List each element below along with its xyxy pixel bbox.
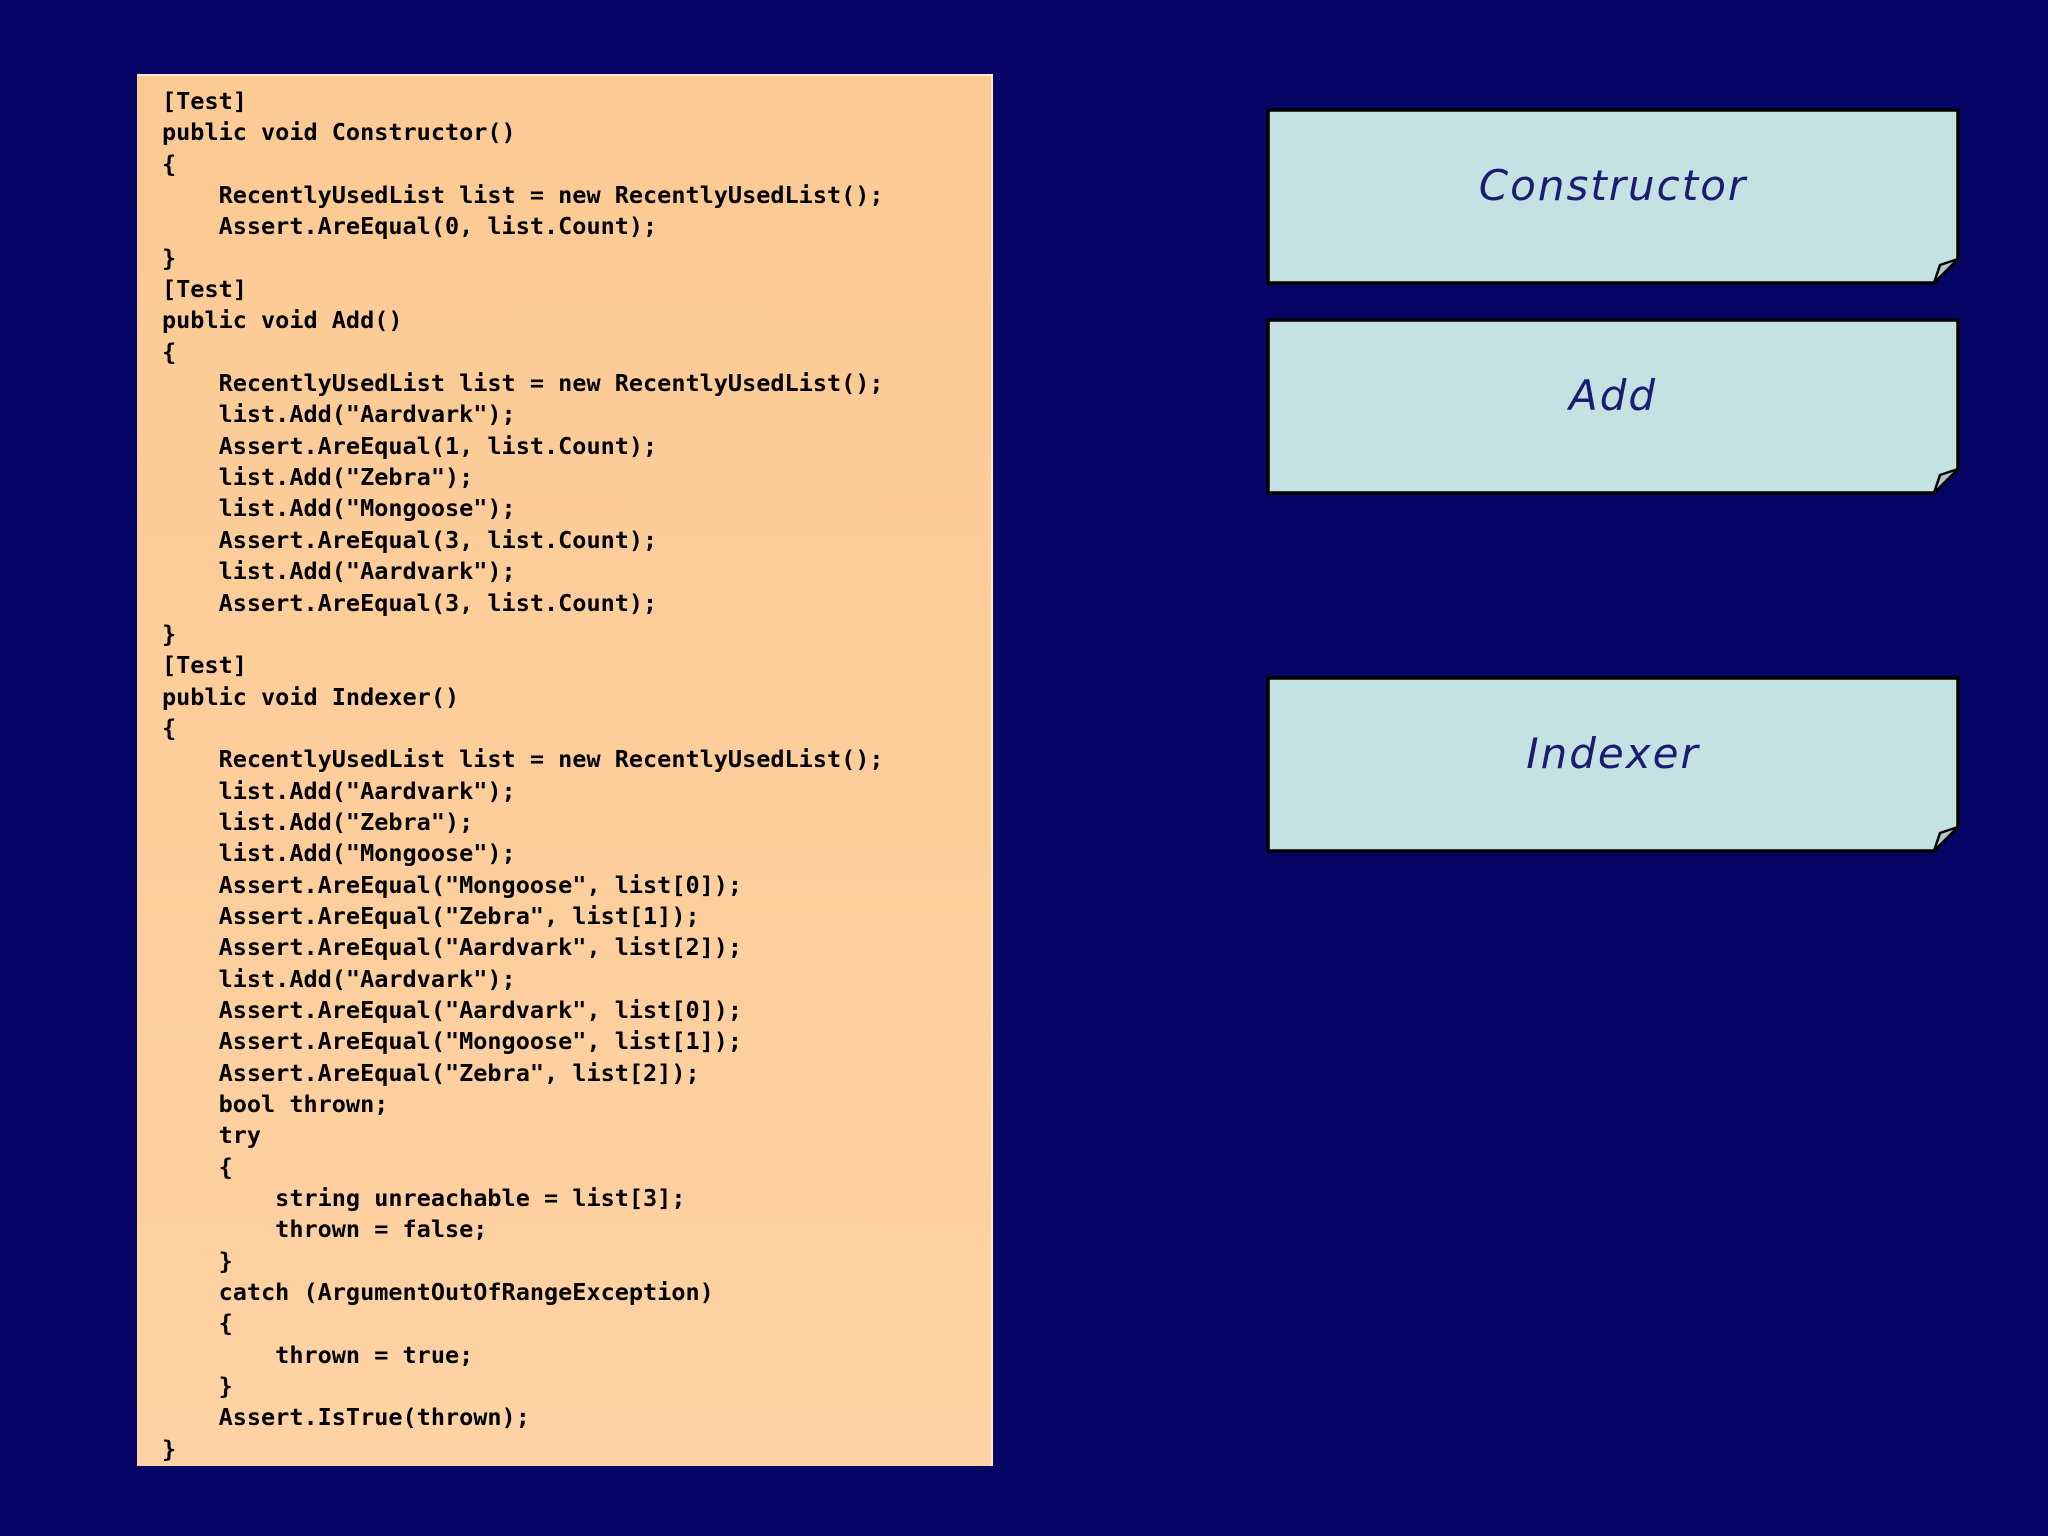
code-line: { <box>162 1309 233 1338</box>
code-line: public void Indexer() <box>162 682 460 711</box>
code-line: Assert.AreEqual(3, list.Count); <box>162 588 658 617</box>
code-line: catch (ArgumentOutOfRangeException) <box>162 1278 714 1307</box>
code-line: list.Add("Zebra"); <box>162 807 474 836</box>
code-line: public void Constructor() <box>162 118 516 147</box>
note-indexer: Indexer <box>1266 676 1960 853</box>
code-panel: [Test] public void Constructor() { Recen… <box>137 74 993 1466</box>
note-label: Indexer <box>1526 729 1700 778</box>
code-line: } <box>162 1372 233 1401</box>
code-line: list.Add("Aardvark"); <box>162 776 516 805</box>
code-line: RecentlyUsedList list = new RecentlyUsed… <box>162 369 884 398</box>
code-line: Assert.AreEqual(3, list.Count); <box>162 525 658 554</box>
code-line: } <box>162 619 177 648</box>
code-line: public void Add() <box>162 306 403 335</box>
code-line: Assert.AreEqual("Mongoose", list[1]); <box>162 1027 743 1056</box>
code-line: Assert.AreEqual("Mongoose", list[0]); <box>162 870 743 899</box>
note-label: Add <box>1568 371 1658 420</box>
code-listing: [Test] public void Constructor() { Recen… <box>162 86 993 1465</box>
code-line: { <box>162 149 177 178</box>
note-label: Constructor <box>1478 161 1748 210</box>
code-line: Assert.AreEqual("Aardvark", list[2]); <box>162 933 743 962</box>
code-line: [Test] <box>162 87 247 115</box>
code-line: list.Add("Aardvark"); <box>162 400 516 429</box>
code-line: [Test] <box>162 651 247 680</box>
code-line: thrown = true; <box>162 1340 474 1369</box>
code-line: Assert.IsTrue(thrown); <box>162 1403 530 1432</box>
code-line: Assert.AreEqual("Zebra", list[2]); <box>162 1058 700 1087</box>
code-line: thrown = false; <box>162 1215 488 1244</box>
code-line: Assert.AreEqual(0, list.Count); <box>162 212 658 241</box>
code-line: bool thrown; <box>162 1090 389 1118</box>
code-line: list.Add("Aardvark"); <box>162 964 516 993</box>
code-line: { <box>162 337 177 366</box>
code-line: Assert.AreEqual(1, list.Count); <box>162 431 658 460</box>
code-line: { <box>162 713 177 742</box>
folded-corner-shape <box>1266 318 1960 495</box>
code-line: } <box>162 1434 177 1463</box>
code-line: list.Add("Mongoose"); <box>162 494 516 523</box>
code-line: Assert.AreEqual("Aardvark", list[0]); <box>162 995 743 1024</box>
code-line: [Test] <box>162 275 247 304</box>
code-line: } <box>162 1246 233 1275</box>
code-line: list.Add("Zebra"); <box>162 463 474 492</box>
code-line: { <box>162 1152 233 1181</box>
code-line: string unreachable = list[3]; <box>162 1184 686 1213</box>
code-line: Assert.AreEqual("Zebra", list[1]); <box>162 901 700 930</box>
note-constructor: Constructor <box>1266 108 1960 285</box>
folded-corner-shape <box>1266 108 1960 285</box>
code-line: list.Add("Aardvark"); <box>162 557 516 586</box>
code-line: RecentlyUsedList list = new RecentlyUsed… <box>162 181 884 210</box>
code-line: list.Add("Mongoose"); <box>162 839 516 868</box>
code-line: try <box>162 1121 262 1150</box>
note-add: Add <box>1266 318 1960 495</box>
code-line: RecentlyUsedList list = new RecentlyUsed… <box>162 745 884 774</box>
code-line: } <box>162 243 177 272</box>
folded-corner-shape <box>1266 676 1960 853</box>
